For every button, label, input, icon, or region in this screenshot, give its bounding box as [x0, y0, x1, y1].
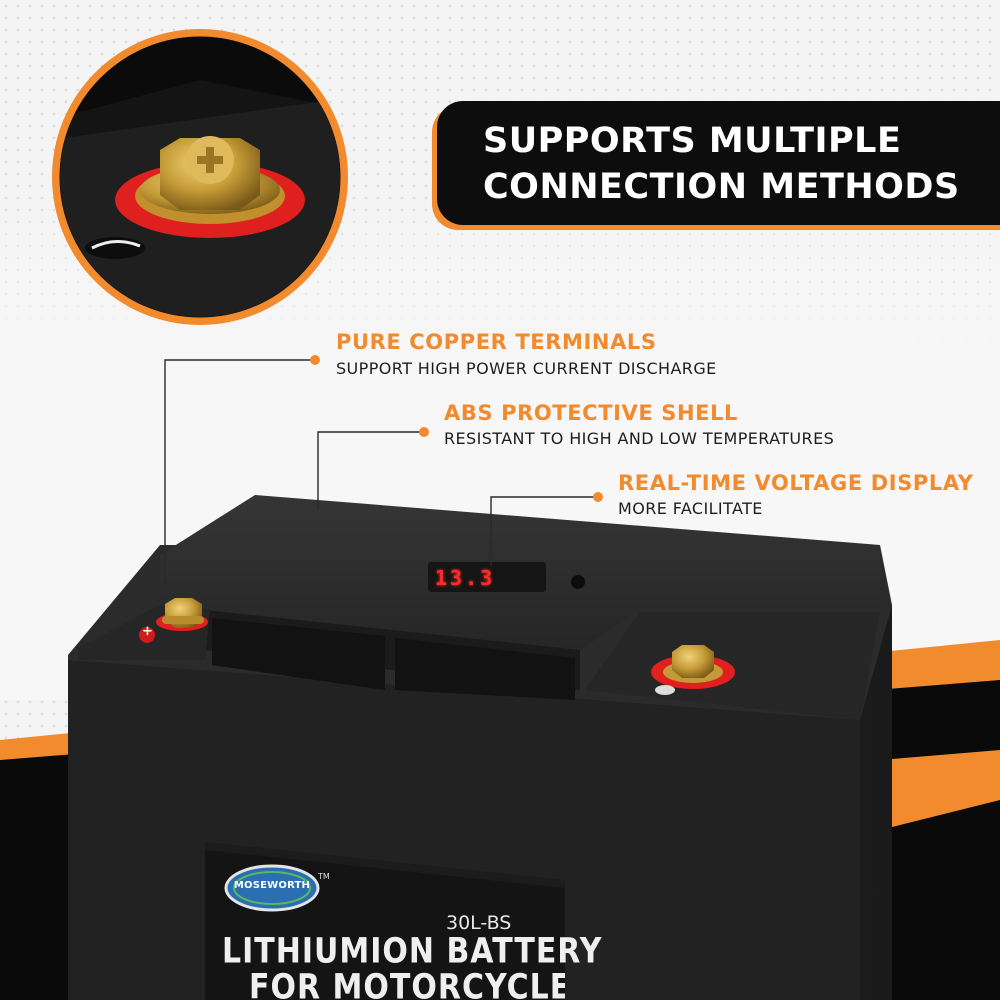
headline-banner — [437, 101, 1000, 225]
label-line-2: FOR MOTORCYCLE — [249, 968, 565, 1000]
feature-title-abs-shell: ABS PROTECTIVE SHELL — [444, 401, 739, 425]
headline-line-1: SUPPORTS MULTIPLE — [483, 121, 902, 161]
callout-dot-2 — [419, 427, 429, 437]
left-terminal-washer — [162, 616, 204, 624]
trademark-mark: TM — [318, 872, 330, 881]
orange-right-stripe — [880, 750, 1000, 830]
positive-symbol: + — [142, 624, 153, 639]
callout-dot-1 — [310, 355, 320, 365]
callout-dot-3 — [593, 492, 603, 502]
feature-title-voltage-display: REAL-TIME VOLTAGE DISPLAY — [618, 471, 974, 495]
brand-name: MOSEWORTH — [233, 880, 311, 891]
label-line-2-clip: FOR MOTORCYCLE — [205, 968, 565, 1000]
right-terminal-marker — [655, 685, 675, 695]
brand-logo-oval — [224, 864, 320, 912]
headline-line-2: CONNECTION METHODS — [483, 167, 960, 207]
headline-text: SUPPORTS MULTIPLE CONNECTION METHODS — [483, 118, 983, 210]
voltage-reading: 13.3 — [435, 566, 496, 590]
left-positive-marker — [139, 627, 155, 643]
lid-slot-1 — [212, 618, 385, 690]
terminal-closeup — [60, 37, 340, 317]
right-terminal-bolt — [672, 645, 714, 678]
voltage-display-panel — [428, 562, 546, 592]
label-line-1: LITHIUMION BATTERY — [222, 931, 603, 972]
callout-lines — [164, 359, 594, 585]
model-number: 30L-BS — [446, 912, 512, 934]
feature-subtitle-copper-terminals: SUPPORT HIGH POWER CURRENT DISCHARGE — [336, 359, 717, 378]
feature-subtitle-voltage-display: MORE FACILITATE — [618, 499, 763, 518]
display-button — [571, 575, 585, 589]
lid-slot-2 — [395, 638, 575, 700]
feature-subtitle-abs-shell: RESISTANT TO HIGH AND LOW TEMPERATURES — [444, 429, 835, 448]
feature-title-copper-terminals: PURE COPPER TERMINALS — [336, 330, 657, 354]
